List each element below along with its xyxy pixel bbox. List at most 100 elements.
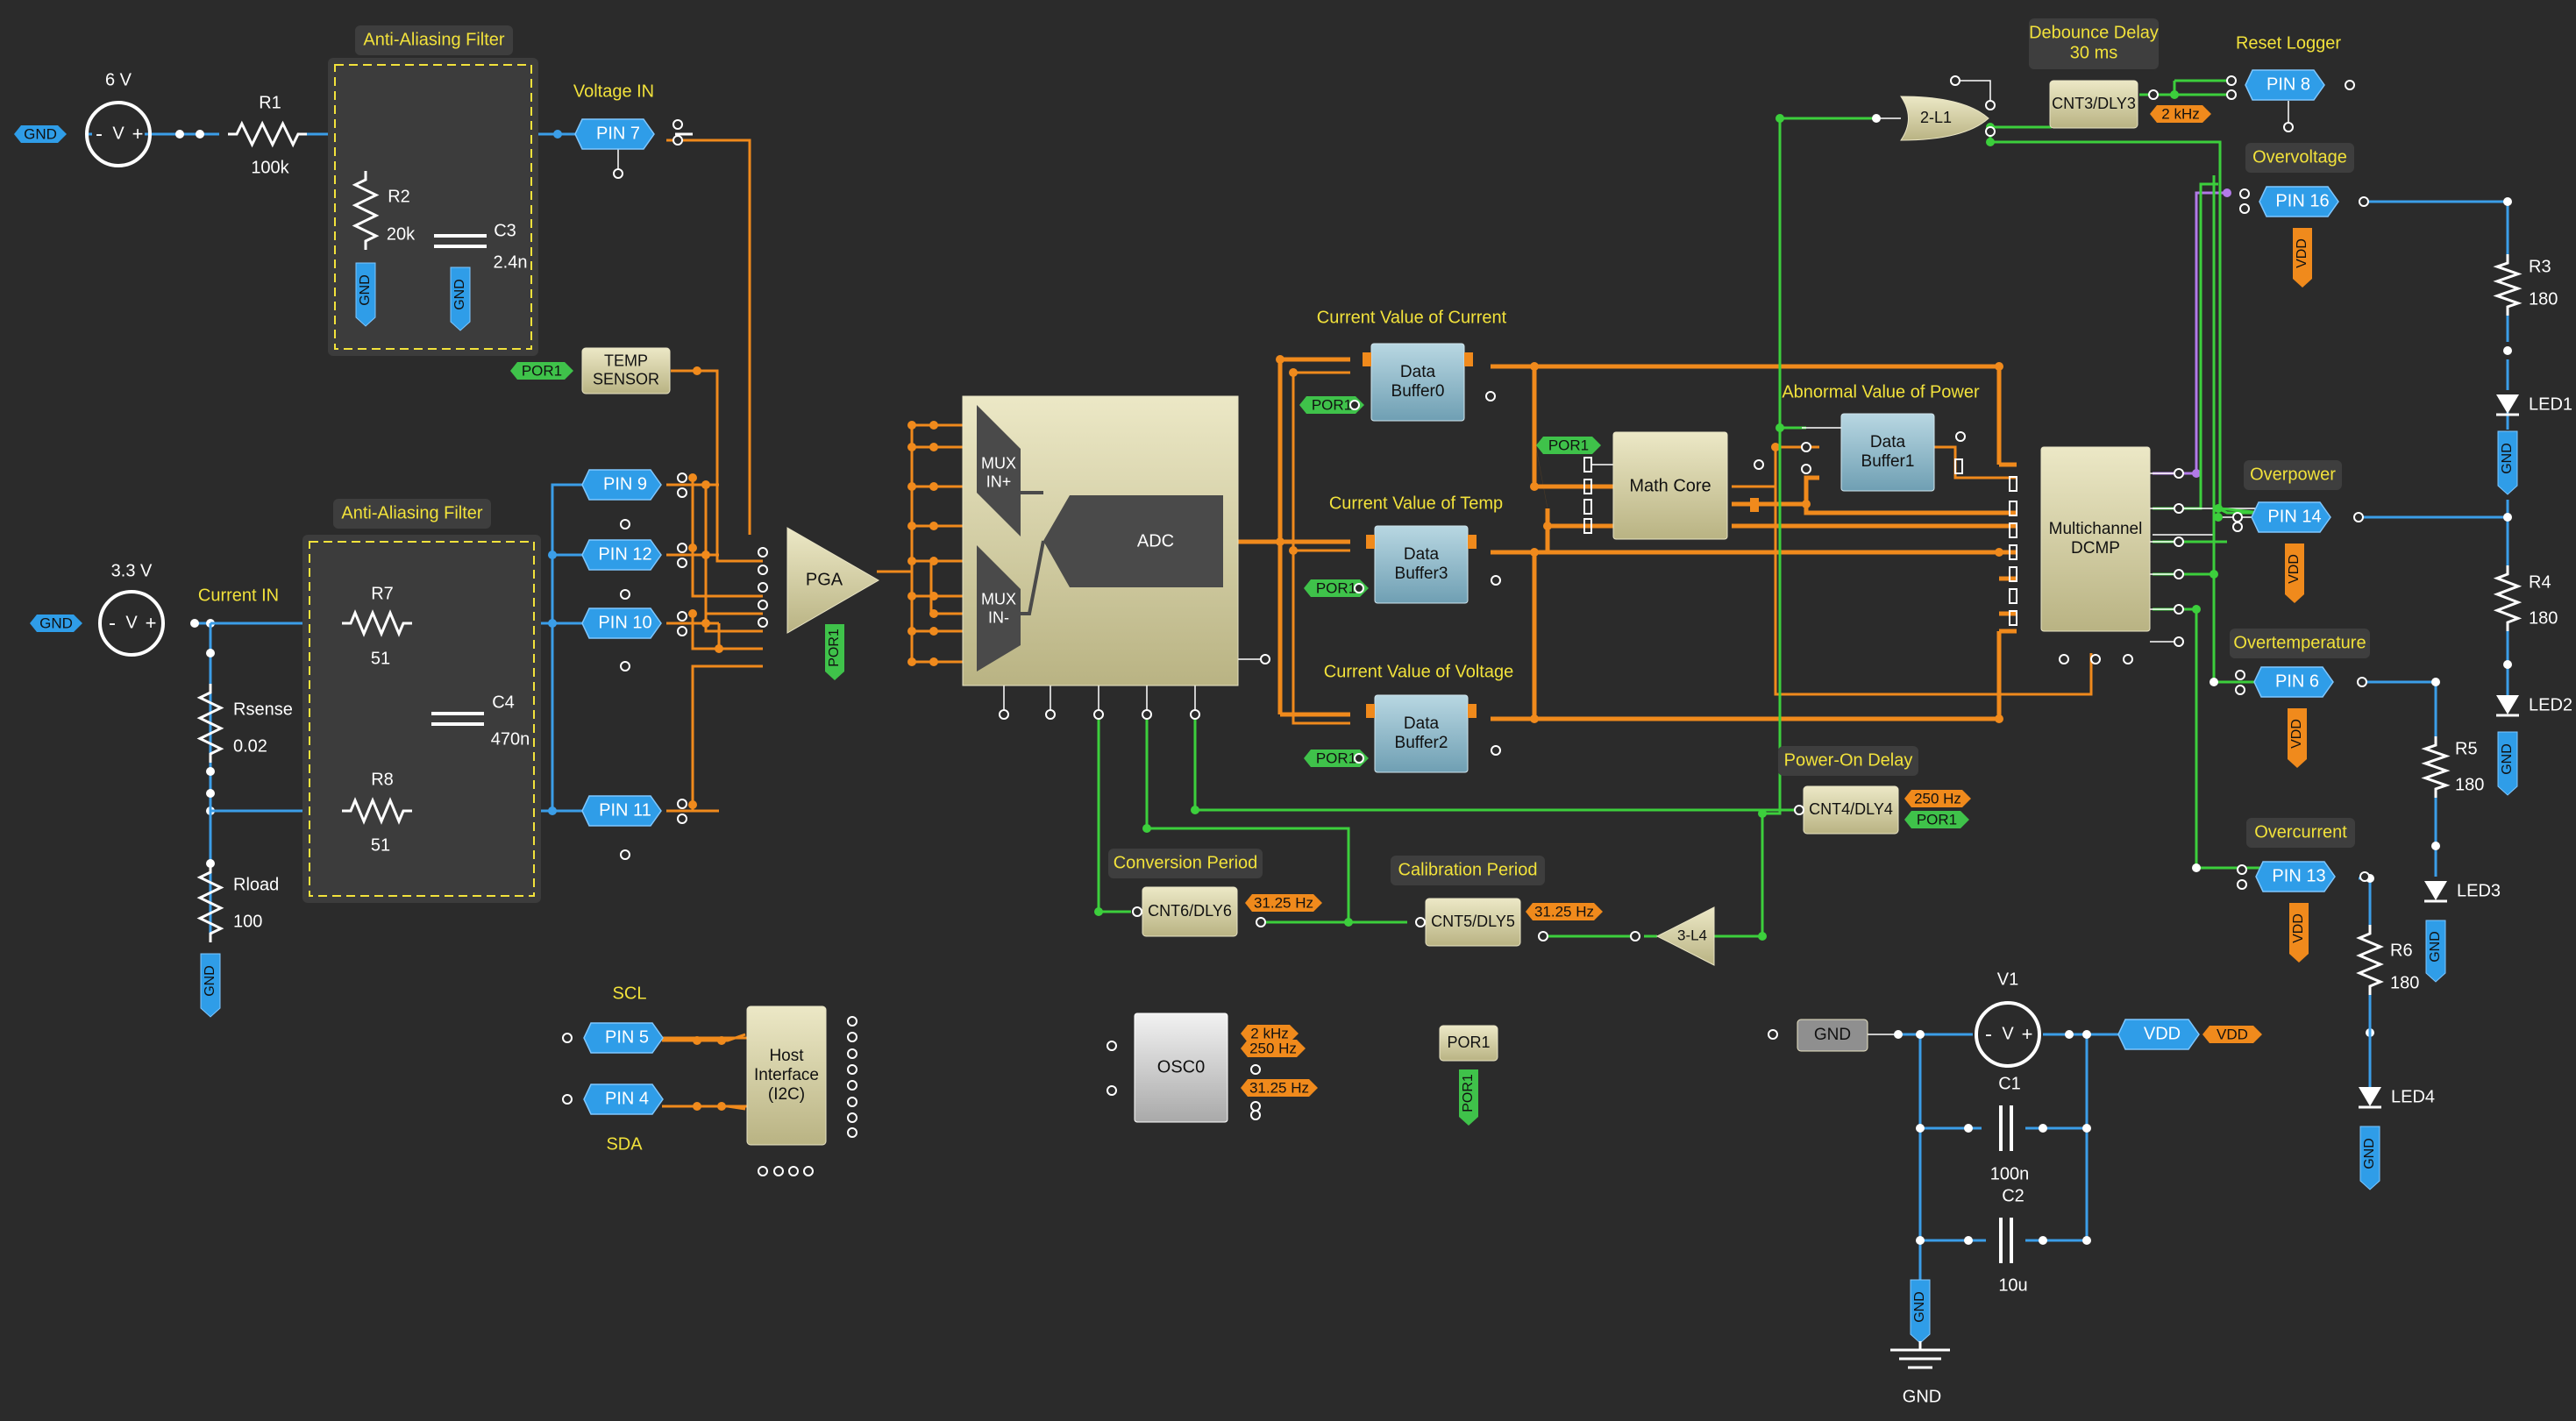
por1-block[interactable]: POR1	[1439, 1025, 1498, 1062]
port-circle[interactable]	[2123, 654, 2133, 664]
port-circle[interactable]	[1768, 1029, 1778, 1040]
port-circle[interactable]	[1801, 464, 1811, 474]
port-circle[interactable]	[1794, 805, 1804, 815]
port-circle[interactable]	[847, 1112, 857, 1123]
cnt3-dly3-block[interactable]: CNT3/DLY3	[2049, 80, 2138, 129]
math-core-block[interactable]: Math Core	[1583, 431, 1759, 540]
port-circle[interactable]	[2359, 196, 2369, 207]
port-circle[interactable]	[677, 814, 687, 824]
port-circle[interactable]	[613, 168, 623, 179]
port-circle[interactable]	[2226, 89, 2237, 100]
port-circle[interactable]	[1349, 400, 1360, 410]
port-circle[interactable]	[1985, 126, 1996, 137]
port-circle[interactable]	[2174, 569, 2184, 579]
cnt3-dly3-block-box[interactable]	[2049, 80, 2138, 129]
port-circle[interactable]	[1093, 709, 1104, 720]
inverter-shape[interactable]	[1655, 906, 1715, 966]
port-circle[interactable]	[1754, 459, 1764, 470]
port-circle[interactable]	[2059, 654, 2069, 664]
pin-4-shape[interactable]	[583, 1084, 664, 1115]
pga-shape[interactable]	[786, 527, 880, 634]
inverter-3-l4[interactable]: 3-L4	[1655, 906, 1715, 966]
cnt4-dly4-block[interactable]: CNT4/DLY4	[1803, 785, 1899, 835]
osc0-box[interactable]	[1134, 1012, 1228, 1123]
port-circle[interactable]	[803, 1166, 814, 1176]
pin-7-shape[interactable]	[574, 118, 655, 150]
pin-6[interactable]: PIN 6	[2253, 666, 2334, 698]
pin-4[interactable]: PIN 4	[583, 1084, 664, 1115]
port-circle[interactable]	[2353, 512, 2364, 522]
port-circle[interactable]	[677, 472, 687, 483]
pin-9[interactable]: PIN 9	[581, 469, 662, 501]
gnd-block[interactable]: GND	[1797, 1019, 1868, 1052]
cnt6-dly6-block[interactable]: CNT6/DLY6	[1142, 886, 1238, 937]
data-buffer2-box[interactable]	[1374, 694, 1469, 773]
port-circle[interactable]	[672, 119, 683, 130]
port-circle[interactable]	[677, 543, 687, 553]
port-circle[interactable]	[1132, 906, 1142, 917]
port-circle[interactable]	[847, 1127, 857, 1138]
port-circle[interactable]	[2237, 879, 2247, 890]
cnt5-dly5-block[interactable]: CNT5/DLY5	[1425, 898, 1521, 947]
port-circle[interactable]	[2174, 536, 2184, 547]
port-circle[interactable]	[1538, 931, 1548, 941]
port-circle[interactable]	[788, 1166, 799, 1176]
port-circle[interactable]	[2359, 871, 2370, 882]
port-circle[interactable]	[2226, 75, 2237, 86]
or-gate-2-l1[interactable]: 2-L1	[1900, 96, 1989, 141]
port-circle[interactable]	[2237, 864, 2247, 875]
port-circle[interactable]	[677, 487, 687, 498]
port-circle[interactable]	[2148, 89, 2159, 100]
vdd-pin[interactable]: VDD	[2117, 1019, 2200, 1050]
port-circle[interactable]	[1485, 391, 1496, 401]
port-circle[interactable]	[1260, 654, 1270, 664]
data-buffer3-box[interactable]	[1374, 525, 1469, 604]
gnd-block-box[interactable]	[1797, 1019, 1868, 1052]
voltage-source-v1[interactable]: V-+	[1975, 1001, 2041, 1068]
pin-11[interactable]: PIN 11	[581, 795, 662, 827]
port-circle[interactable]	[1415, 917, 1426, 927]
port-circle[interactable]	[2235, 670, 2245, 680]
pin-14[interactable]: PIN 14	[2251, 501, 2331, 533]
temp-sensor-block-box[interactable]	[581, 347, 671, 394]
port-circle[interactable]	[758, 1166, 768, 1176]
port-circle[interactable]	[2232, 512, 2243, 522]
port-circle[interactable]	[1491, 575, 1501, 586]
data-buffer0-box[interactable]	[1370, 343, 1465, 422]
port-circle[interactable]	[2174, 503, 2184, 514]
port-circle[interactable]	[2235, 685, 2245, 695]
port-circle[interactable]	[2090, 654, 2101, 664]
pin-12[interactable]: PIN 12	[581, 539, 662, 571]
port-circle[interactable]	[2283, 122, 2294, 132]
port-circle[interactable]	[672, 135, 683, 146]
port-circle[interactable]	[773, 1166, 784, 1176]
port-circle[interactable]	[1190, 709, 1200, 720]
pin-8[interactable]: PIN 8	[2245, 69, 2325, 101]
port-circle[interactable]	[1354, 753, 1364, 764]
i2c-host-interface-box[interactable]	[746, 1005, 827, 1146]
port-circle[interactable]	[1354, 583, 1364, 593]
port-circle[interactable]	[2174, 468, 2184, 479]
port-circle[interactable]	[758, 582, 768, 593]
port-circle[interactable]	[677, 558, 687, 568]
port-circle[interactable]	[2357, 677, 2367, 687]
port-circle[interactable]	[1985, 100, 1996, 110]
port-circle[interactable]	[847, 1032, 857, 1042]
port-circle[interactable]	[1950, 75, 1960, 86]
port-circle[interactable]	[620, 519, 630, 529]
port-circle[interactable]	[677, 626, 687, 636]
osc0-block[interactable]: OSC0	[1134, 1012, 1228, 1123]
dcmp-box[interactable]	[2040, 446, 2151, 632]
data-buffer1-box[interactable]	[1840, 413, 1935, 492]
port-circle[interactable]	[2174, 636, 2184, 647]
pin-14-shape[interactable]	[2251, 501, 2331, 533]
pin-12-shape[interactable]	[581, 539, 662, 571]
port-circle[interactable]	[847, 1048, 857, 1059]
port-circle[interactable]	[1630, 931, 1640, 941]
pin-16[interactable]: PIN 16	[2259, 186, 2339, 217]
port-circle[interactable]	[1142, 709, 1152, 720]
